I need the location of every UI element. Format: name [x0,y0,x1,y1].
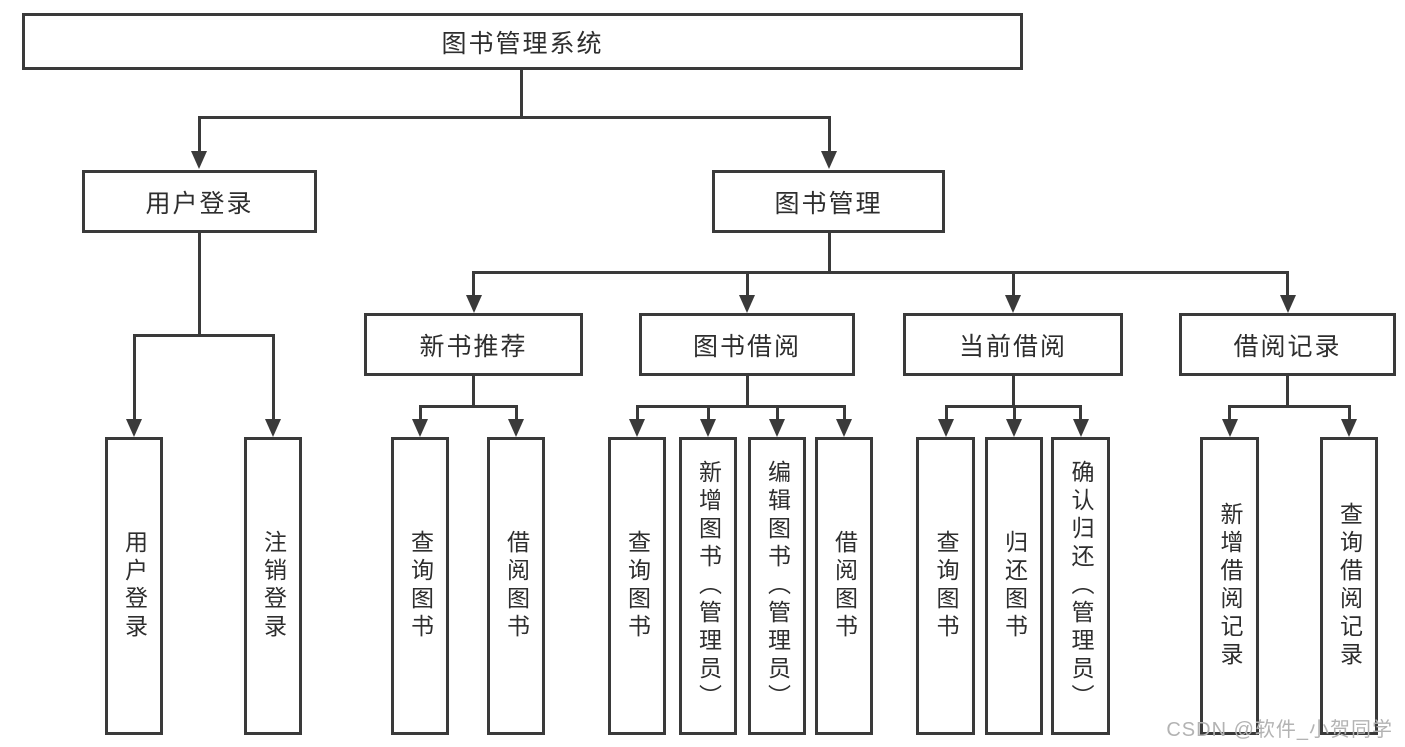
leaf-br-query-record-label: 查询借阅记录 [1336,502,1363,670]
leaf-user-login: 用户登录 [105,437,163,735]
connector [1347,406,1351,420]
arrowhead-icon [700,419,716,437]
leaf-cb-return-books: 归还图书 [985,437,1043,735]
leaf-rec-borrow-books-label: 借阅图书 [503,530,530,642]
node-borrowing-records: 借阅记录 [1179,313,1396,376]
leaf-cb-return-books-label: 归还图书 [1001,530,1028,642]
connector [472,376,475,407]
connector [706,406,710,420]
connector [827,233,831,272]
connector [418,404,518,408]
arrowhead-icon [1006,419,1022,437]
connector [1079,406,1082,420]
connector [635,406,639,420]
connector [775,406,779,420]
node-current-borrowing: 当前借阅 [903,313,1123,376]
arrowhead-icon [465,295,482,313]
leaf-logout: 注销登录 [244,437,302,735]
node-new-book-recommend-label: 新书推荐 [419,332,528,361]
leaf-bb-add-books: 新增图书（管理员） [679,437,737,735]
connector [745,376,749,407]
connector [271,335,275,420]
connector [1011,376,1015,407]
arrowhead-icon [836,419,852,437]
connector [944,406,948,420]
connector [472,270,1289,274]
leaf-br-add-record: 新增借阅记录 [1200,437,1259,735]
arrowhead-icon [938,419,954,437]
node-user-login-label: 用户登录 [145,189,254,218]
arrowhead-icon [821,151,837,169]
node-new-book-recommend: 新书推荐 [364,313,583,376]
connector [827,117,831,152]
connector [132,335,136,420]
connector [1228,404,1351,408]
node-root: 图书管理系统 [22,13,1023,70]
arrowhead-icon [769,419,785,437]
node-book-management-label: 图书管理 [774,189,883,218]
node-current-borrowing-label: 当前借阅 [958,332,1067,361]
arrowhead-icon [1341,419,1357,437]
arrowhead-icon [1005,295,1021,313]
connector [197,117,201,152]
leaf-br-query-record: 查询借阅记录 [1320,437,1378,735]
arrowhead-icon [1221,419,1238,437]
leaf-bb-borrow-books: 借阅图书 [815,437,873,735]
leaf-rec-query-books: 查询图书 [391,437,449,735]
arrowhead-icon [126,419,142,437]
connector [514,406,518,420]
connector [635,404,846,408]
leaf-br-add-record-label: 新增借阅记录 [1217,502,1243,670]
leaf-cb-confirm-return: 确认归还（管理员） [1051,437,1110,735]
arrowhead-icon [629,419,645,437]
leaf-bb-edit-books-label: 编辑图书（管理员） [764,460,791,712]
leaf-logout-label: 注销登录 [260,530,287,642]
connector [1011,272,1015,296]
leaf-cb-query-books-label: 查询图书 [933,530,959,642]
leaf-bb-query-books: 查询图书 [608,437,666,735]
arrowhead-icon [412,419,428,437]
watermark: CSDN @软件_小贺同学 [1166,719,1393,741]
node-book-borrowing-label: 图书借阅 [692,332,801,361]
connector [418,406,422,420]
connector [842,406,846,420]
connector [197,233,201,336]
leaf-cb-query-books: 查询图书 [916,437,975,735]
arrowhead-icon [739,295,755,313]
leaf-rec-borrow-books: 借阅图书 [487,437,545,735]
connector [197,115,831,119]
connector [745,272,749,296]
connector [1286,272,1289,296]
arrowhead-icon [1072,419,1089,437]
connector [519,70,523,118]
arrowhead-icon [1279,295,1296,313]
leaf-bb-edit-books: 编辑图书（管理员） [748,437,806,735]
connector [1012,406,1016,420]
node-book-borrowing: 图书借阅 [639,313,855,376]
node-book-management: 图书管理 [712,170,945,233]
node-borrowing-records-label: 借阅记录 [1233,332,1342,361]
leaf-cb-confirm-return-label: 确认归还（管理员） [1068,460,1094,712]
arrowhead-icon [265,419,281,437]
leaf-bb-add-books-label: 新增图书（管理员） [695,460,722,712]
arrowhead-icon [508,419,524,437]
leaf-user-login-label: 用户登录 [121,530,148,642]
node-user-login: 用户登录 [82,170,317,233]
connector [1286,376,1289,407]
connector [132,333,275,337]
connector [472,272,475,296]
node-root-label: 图书管理系统 [441,29,604,58]
leaf-bb-query-books-label: 查询图书 [624,530,651,642]
arrowhead-icon [191,151,207,169]
connector [1228,406,1231,420]
leaf-bb-borrow-books-label: 借阅图书 [831,530,858,642]
leaf-rec-query-books-label: 查询图书 [407,530,434,642]
